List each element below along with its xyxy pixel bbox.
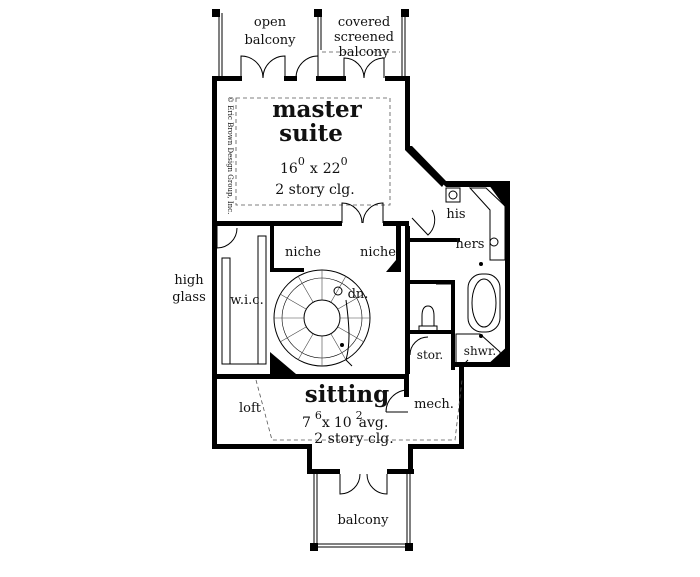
- sitting-length: 10: [334, 415, 352, 431]
- wic-label: w.i.c.: [230, 293, 263, 308]
- sitting-avg: avg.: [359, 415, 389, 431]
- balcony-post: [212, 9, 220, 17]
- master-length: 22: [323, 161, 341, 177]
- hers-sink: [489, 237, 499, 247]
- covered-balcony-label-2: screened: [334, 30, 394, 45]
- room-labels: open balcony covered screened balcony ma…: [172, 15, 496, 528]
- sitting-title: sitting: [305, 381, 389, 408]
- open-balcony-label-2: balcony: [244, 33, 296, 48]
- balcony-bottom-label: balcony: [337, 513, 389, 528]
- covered-balcony-label-3: balcony: [338, 45, 390, 60]
- copyright-text: © Eric Brown Design Group, Inc.: [226, 96, 234, 214]
- hers-label: hers: [456, 237, 485, 252]
- master-suite-title-2: suite: [279, 120, 343, 147]
- balcony-door-right: [366, 473, 388, 495]
- wic-door: [216, 226, 238, 249]
- sitting-ceiling-label: 2 story clg.: [314, 431, 393, 447]
- toilet-icon: [421, 305, 435, 327]
- balcony-post: [314, 9, 322, 17]
- high-glass-label-1: high: [174, 273, 204, 288]
- sitting-times: x: [322, 415, 330, 431]
- master-ceiling-line: [235, 97, 391, 206]
- balcony-post: [405, 543, 413, 551]
- mech-label: mech.: [414, 397, 454, 412]
- exterior-walls: [212, 76, 510, 474]
- sitting-top-wall: [212, 374, 406, 379]
- mech-door: [385, 389, 409, 413]
- master-width: 16: [280, 161, 298, 177]
- top-balconies: [212, 9, 409, 79]
- sitting-width-sup: 6: [315, 409, 322, 422]
- master-door-right: [362, 202, 384, 224]
- master-times: x: [310, 161, 318, 177]
- shower-enclosure: [455, 333, 501, 367]
- sitting-width: 7: [302, 415, 311, 431]
- niche-right-label: niche: [360, 245, 396, 260]
- master-ceiling-label: 2 story clg.: [275, 182, 354, 198]
- master-width-sup: 0: [298, 155, 305, 168]
- interior-walls: [212, 221, 460, 374]
- loft-label: loft: [239, 401, 262, 416]
- balcony-post: [310, 543, 318, 551]
- covered-balcony-label-1: covered: [338, 15, 390, 30]
- balcony-door-left: [339, 473, 361, 495]
- open-balcony-label-1: open: [254, 15, 287, 30]
- master-door-left: [341, 202, 363, 224]
- his-label: his: [446, 207, 465, 222]
- sitting-area-details: [255, 379, 463, 551]
- master-length-sup: 0: [341, 155, 348, 168]
- bathtub-icon: [467, 273, 501, 333]
- his-sink: [445, 187, 461, 203]
- high-glass-window: [213, 282, 216, 320]
- stair-down-label: dn.: [348, 287, 369, 302]
- bath-fixtures: [409, 187, 508, 369]
- spiral-staircase: [273, 269, 371, 367]
- high-glass-label-2: glass: [172, 290, 206, 305]
- shower-label: shwr.: [464, 344, 496, 358]
- sitting-length-sup: 2: [356, 409, 363, 422]
- niche-left-label: niche: [285, 245, 321, 260]
- wic-shelves: [221, 235, 267, 365]
- master-suite-title-1: master: [272, 96, 362, 123]
- bath-door: [411, 209, 436, 236]
- storage-label: stor.: [417, 348, 443, 362]
